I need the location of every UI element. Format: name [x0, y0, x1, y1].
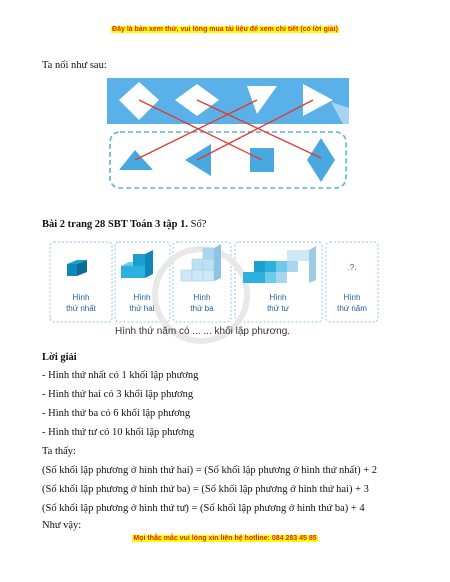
card-frame-4: [234, 241, 323, 323]
card-frame-3: [172, 241, 232, 323]
cube-figure-2: [121, 250, 153, 278]
card-1-line1: Hình: [73, 293, 90, 302]
cube-pattern-figure: Hình thứ nhất Hình thứ hai Hình thứ ba H…: [49, 241, 379, 344]
diamond-shape: [307, 138, 335, 182]
solution-line-6: (Số khối lập phương ở hình thứ hai) = (S…: [42, 465, 378, 476]
card-3-line2: thứ ba: [190, 304, 214, 313]
triangle-down-shape: [247, 86, 277, 114]
intro-text: Ta nối như sau:: [42, 60, 107, 71]
solution-line-4: - Hình thứ tư có 10 khối lập phương: [42, 427, 195, 438]
card-2-line2: thứ hai: [130, 304, 155, 313]
match-line-3: [134, 99, 258, 161]
footer-banner: Mọi thắc mắc vui lòng xin liên hệ hotlin…: [132, 535, 318, 542]
shape-matching-figure: [107, 78, 349, 189]
solution-line-5: Ta thấy:: [42, 446, 76, 457]
card-5-line1: Hình: [344, 293, 361, 302]
solution-line-1: - Hình thứ nhất có 1 khối lập phương: [42, 370, 199, 381]
card-5-mark: .?.: [348, 263, 357, 272]
solution-line-9: Như vậy:: [42, 520, 82, 531]
card-5-line2: thứ năm: [337, 304, 367, 313]
cube-figure-4: [243, 246, 316, 283]
card-frame-5: [325, 241, 379, 323]
card-1-line2: thứ nhất: [66, 304, 97, 313]
cube-figure-3: [180, 244, 221, 282]
solution-heading: Lời giải: [42, 352, 77, 363]
card-3-line1: Hình: [194, 293, 211, 302]
match-line-1: [138, 99, 263, 161]
cube-figure-1: [67, 260, 87, 276]
exercise-title: Bài 2 trang 28 SBT Toán 3 tập 1. Số?: [42, 219, 207, 230]
header-banner: Đây là bản xem thử, vui lòng mua tài liệ…: [111, 26, 339, 33]
card-2-line1: Hình: [134, 293, 151, 302]
card-frame-1: [49, 241, 113, 323]
triangle-right-shape: [303, 84, 333, 116]
card-frame-2: [114, 241, 171, 323]
match-line-2: [196, 99, 322, 159]
match-line-4: [196, 99, 314, 161]
solution-line-3: - Hình thứ ba có 6 khối lập phương: [42, 408, 191, 419]
card-4-line2: thứ tư: [267, 304, 289, 313]
card-4-line1: Hình: [270, 293, 287, 302]
solution-line-2: - Hình thứ hai có 3 khối lập phương: [42, 389, 194, 400]
bottom-shapes-box: [109, 131, 347, 189]
square-rotated-shape: [119, 82, 159, 120]
exercise-caption: Hình thứ năm có ... ... khối lập phương.: [115, 326, 291, 337]
solution-line-8: (Số khối lập phương ở hình thứ tư) = (Số…: [42, 503, 365, 514]
solution-line-7: (Số khối lập phương ở hình thứ ba) = (Số…: [42, 484, 369, 495]
